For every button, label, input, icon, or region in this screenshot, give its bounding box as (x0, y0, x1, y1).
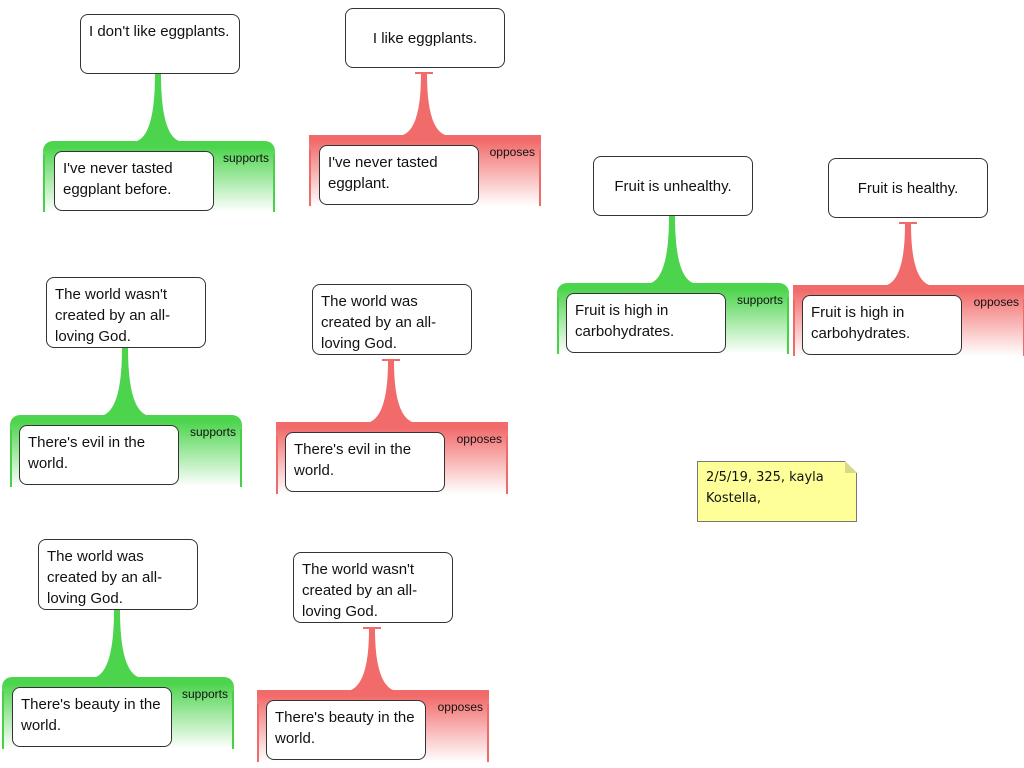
relation-label: opposes (973, 295, 1019, 309)
sticky-note[interactable]: 2/5/19, 325, kayla Kostella, (697, 461, 857, 522)
relation-label: supports (222, 151, 269, 165)
relation-label: supports (189, 425, 236, 439)
relation-label: opposes (489, 145, 535, 159)
relation-label: supports (736, 293, 783, 307)
claim-box[interactable]: The world wasn't created by an all-lovin… (46, 277, 206, 348)
argument-map-2: opposes I like eggplants. I've never tas… (309, 8, 541, 206)
reason-box[interactable]: Fruit is high in carbohydrates. (802, 295, 962, 355)
claim-box[interactable]: Fruit is healthy. (828, 158, 988, 218)
note-text: 2/5/19, 325, kayla Kostella, (706, 470, 824, 506)
argument-map-4: opposes Fruit is healthy. Fruit is high … (793, 158, 1024, 356)
reason-box[interactable]: I've never tasted eggplant before. (54, 151, 214, 211)
relation-label: opposes (456, 432, 502, 446)
relation-label: supports (181, 687, 228, 701)
reason-box[interactable]: There's beauty in the world. (12, 687, 172, 747)
argument-map-7: supports The world was created by an all… (2, 539, 234, 749)
argument-map-8: opposes The world wasn't created by an a… (257, 552, 489, 762)
claim-box[interactable]: The world wasn't created by an all-lovin… (293, 552, 453, 623)
reason-box[interactable]: There's evil in the world. (19, 425, 179, 485)
reason-box[interactable]: Fruit is high in carbohydrates. (566, 293, 726, 353)
argument-map-5: supports The world wasn't created by an … (10, 277, 242, 487)
reason-box[interactable]: There's beauty in the world. (266, 700, 426, 760)
claim-box[interactable]: I like eggplants. (345, 8, 505, 68)
note-fold-corner (845, 461, 857, 473)
argument-map-1: supports I don't like eggplants. I've ne… (43, 14, 275, 212)
claim-box[interactable]: Fruit is unhealthy. (593, 156, 753, 216)
reason-box[interactable]: I've never tasted eggplant. (319, 145, 479, 205)
claim-box[interactable]: The world was created by an all-loving G… (312, 284, 472, 355)
reason-box[interactable]: There's evil in the world. (285, 432, 445, 492)
argument-map-3: supports Fruit is unhealthy. Fruit is hi… (557, 156, 789, 354)
claim-box[interactable]: I don't like eggplants. (80, 14, 240, 74)
claim-box[interactable]: The world was created by an all-loving G… (38, 539, 198, 610)
relation-label: opposes (437, 700, 483, 714)
argument-map-6: opposes The world was created by an all-… (276, 284, 508, 494)
